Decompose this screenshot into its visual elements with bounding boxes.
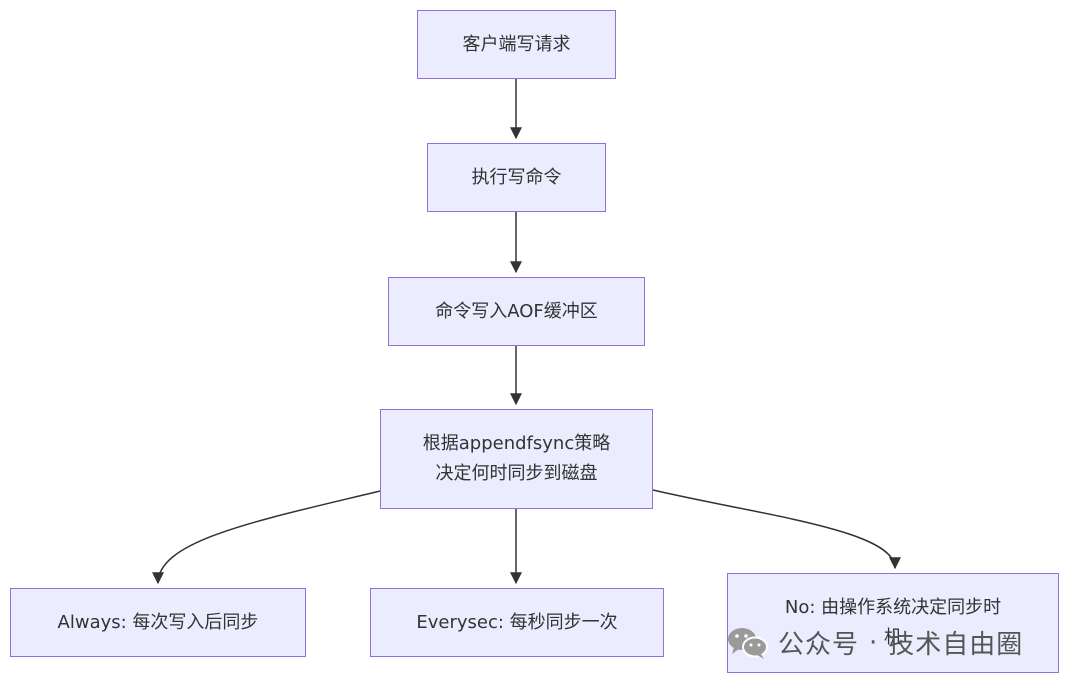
watermark: 公众号 · 技术自由圈 xyxy=(726,624,1023,661)
node-write-aof-buffer-label: 命令写入AOF缓冲区 xyxy=(435,300,598,322)
node-appendfsync-decision-label: 根据appendfsync策略 决定何时同步到磁盘 xyxy=(422,433,611,484)
node-no-label: No: 由操作系统决定同步时 机 xyxy=(784,597,1002,648)
watermark-account-name: 技术自由圈 xyxy=(888,630,1024,660)
edge-decide-to-no xyxy=(652,489,901,570)
node-execute-write-command-label: 执行写命令 xyxy=(471,166,562,188)
node-write-aof-buffer: 命令写入AOF缓冲区 xyxy=(388,277,645,346)
wechat-icon xyxy=(728,627,768,659)
node-always: Always: 每次写入后同步 xyxy=(10,588,306,657)
watermark-prefix: 公众号 xyxy=(778,630,860,660)
node-everysec: Everysec: 每秒同步一次 xyxy=(370,588,664,657)
node-no: No: 由操作系统决定同步时 机 xyxy=(727,573,1059,673)
node-client-write-request: 客户端写请求 xyxy=(417,10,616,79)
node-execute-write-command: 执行写命令 xyxy=(427,143,606,212)
node-appendfsync-decision: 根据appendfsync策略 决定何时同步到磁盘 xyxy=(380,409,653,509)
watermark-separator: · xyxy=(869,627,879,658)
edge-decide-to-always xyxy=(152,490,381,585)
node-client-write-request-label: 客户端写请求 xyxy=(462,33,571,55)
node-everysec-label: Everysec: 每秒同步一次 xyxy=(416,611,618,633)
node-always-label: Always: 每次写入后同步 xyxy=(57,611,259,633)
